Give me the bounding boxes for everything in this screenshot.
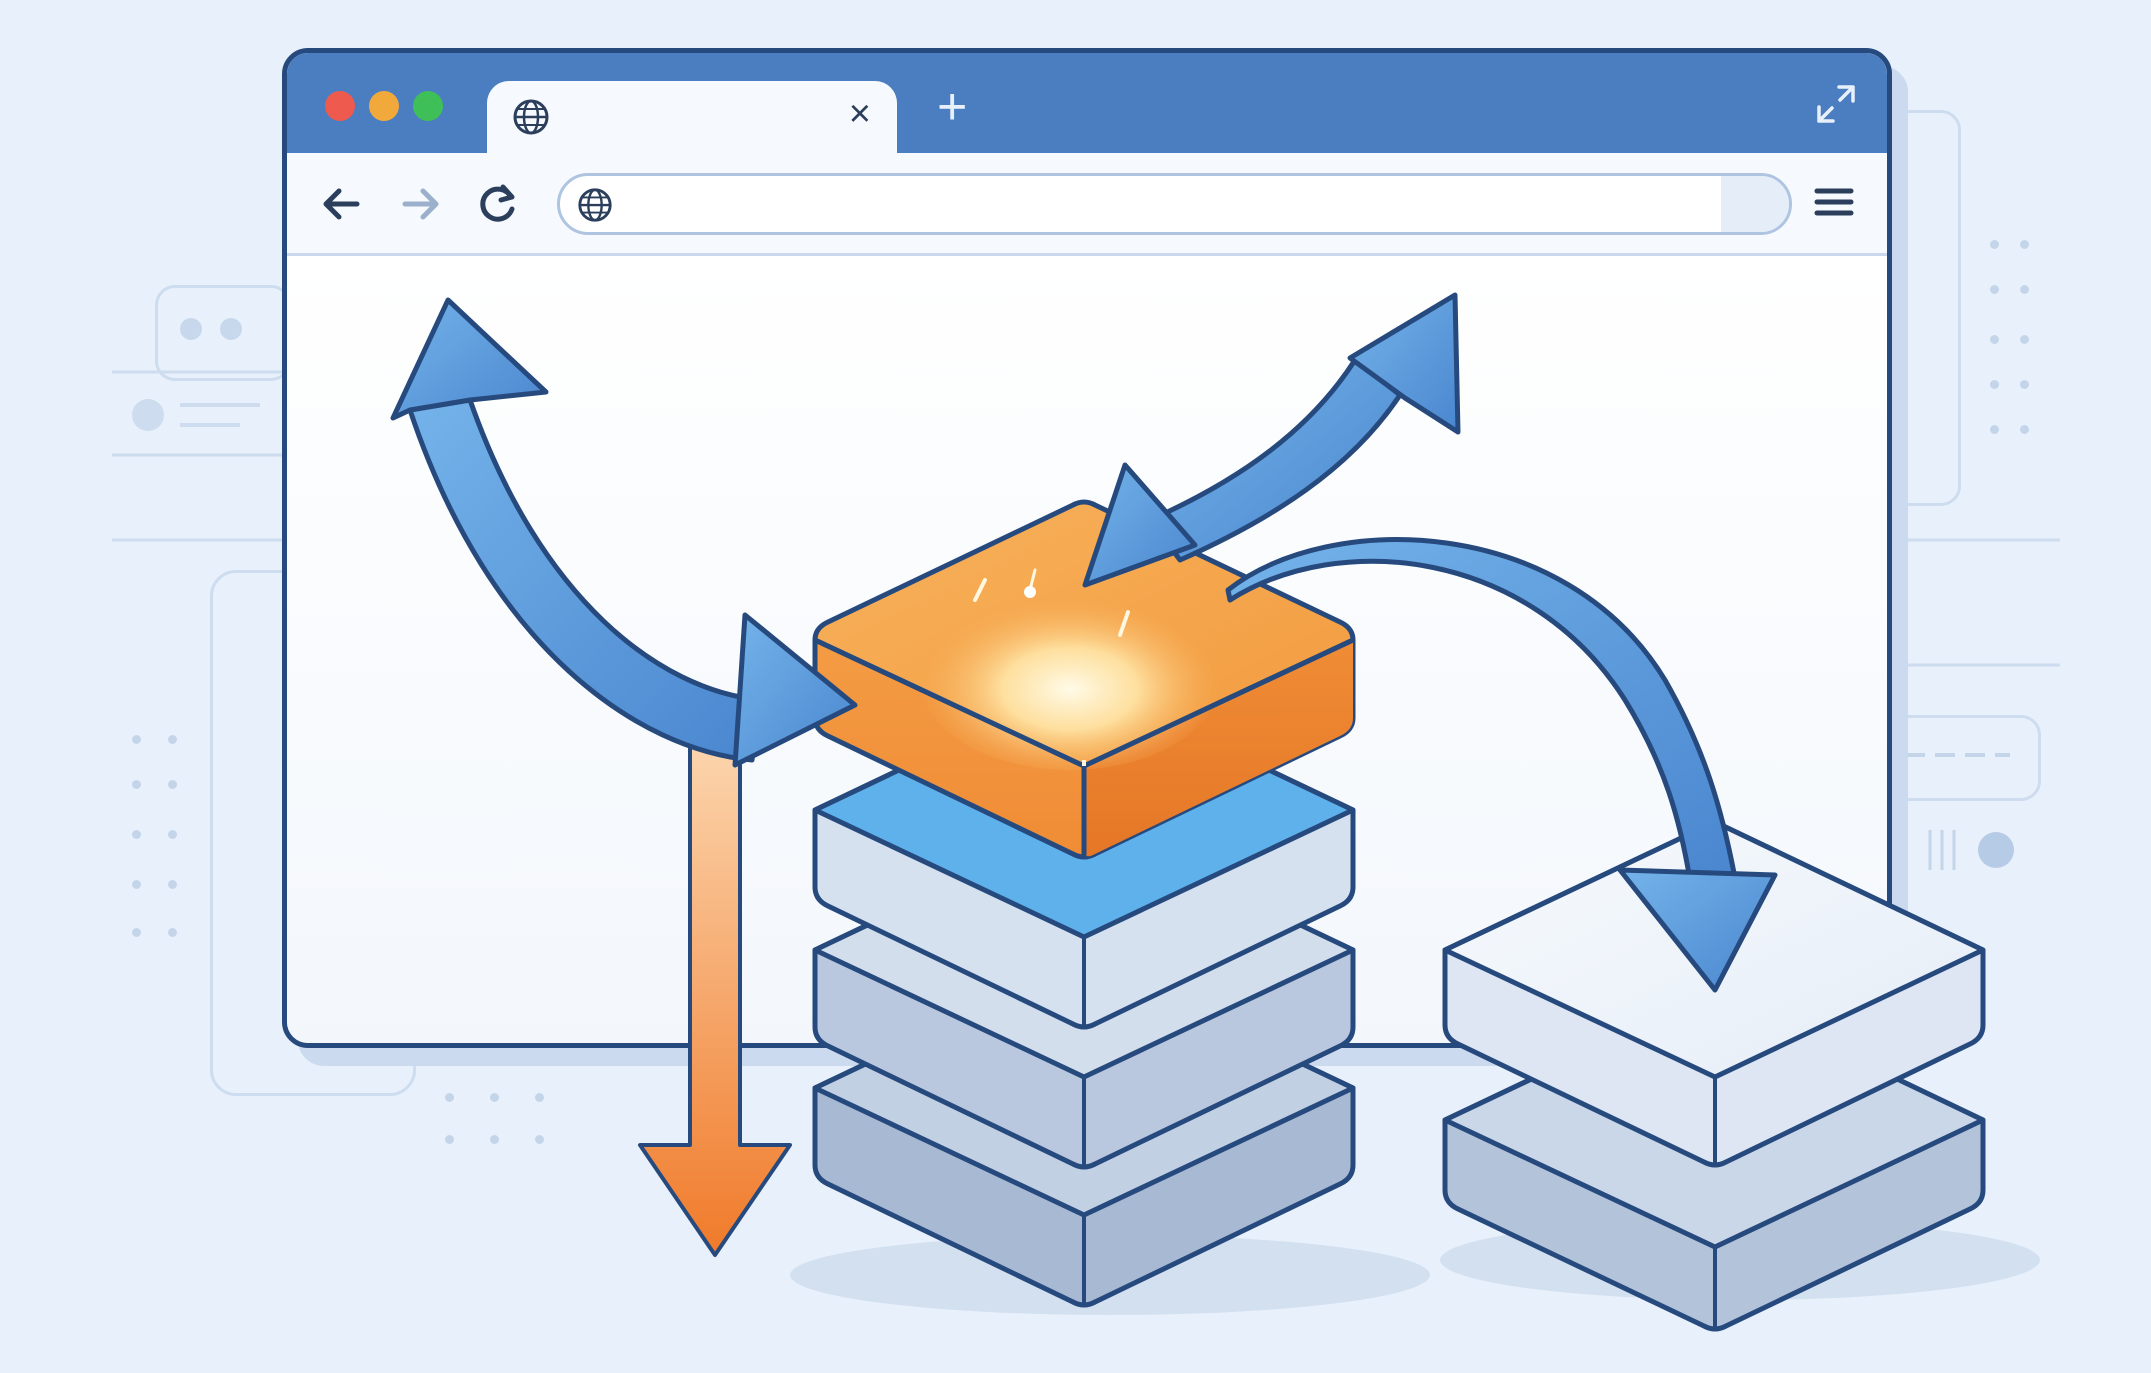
new-tab-button[interactable]: + bbox=[937, 78, 968, 136]
minimize-window-button[interactable] bbox=[369, 91, 399, 121]
background-dot bbox=[132, 928, 141, 937]
background-dot bbox=[132, 830, 141, 839]
reload-icon[interactable] bbox=[473, 179, 523, 229]
background-dot bbox=[168, 880, 177, 889]
address-bar[interactable] bbox=[557, 173, 1792, 235]
background-dot bbox=[535, 1093, 544, 1102]
address-bar-end bbox=[1721, 176, 1789, 232]
background-dot bbox=[445, 1135, 454, 1144]
url-input[interactable] bbox=[626, 186, 1710, 224]
blue-curved-arrow-down bbox=[1225, 537, 1778, 993]
background-dot bbox=[535, 1135, 544, 1144]
background-dot bbox=[2020, 425, 2029, 434]
background-dot bbox=[1990, 380, 1999, 389]
tab-close-button[interactable]: × bbox=[848, 93, 871, 135]
background-dot bbox=[2020, 335, 2029, 344]
background-dot bbox=[132, 780, 141, 789]
background-dot bbox=[1990, 240, 1999, 249]
background-dot bbox=[490, 1093, 499, 1102]
hamburger-menu-icon[interactable] bbox=[1809, 177, 1859, 227]
maximize-window-button[interactable] bbox=[413, 91, 443, 121]
background-dot bbox=[2020, 380, 2029, 389]
glow-effect bbox=[920, 590, 1220, 770]
orange-down-arrow bbox=[638, 718, 792, 1257]
browser-toolbar bbox=[287, 153, 1887, 256]
blue-curved-arrow-right bbox=[1082, 292, 1461, 588]
background-dot bbox=[168, 928, 177, 937]
background-dot bbox=[220, 318, 242, 340]
background-dot bbox=[2020, 240, 2029, 249]
close-window-button[interactable] bbox=[325, 91, 355, 121]
background-dot bbox=[1990, 335, 1999, 344]
background-dot bbox=[2020, 285, 2029, 294]
tab-bar: × + bbox=[287, 53, 1887, 157]
browser-tab[interactable]: × bbox=[487, 81, 897, 157]
background-dot bbox=[490, 1135, 499, 1144]
background-dot bbox=[1990, 285, 1999, 294]
background-dot bbox=[445, 1093, 454, 1102]
globe-icon bbox=[578, 188, 612, 222]
background-dot bbox=[132, 735, 141, 744]
background-dot bbox=[1990, 425, 1999, 434]
background-dot bbox=[132, 880, 141, 889]
expand-icon[interactable] bbox=[1815, 83, 1857, 125]
background-dot bbox=[180, 318, 202, 340]
background-dot bbox=[168, 830, 177, 839]
arrow-right-icon[interactable] bbox=[395, 179, 445, 229]
background-dot bbox=[168, 780, 177, 789]
globe-icon bbox=[513, 99, 549, 135]
arrow-left-icon[interactable] bbox=[317, 179, 367, 229]
background-dot bbox=[168, 735, 177, 744]
orange-highlighted-layer bbox=[812, 499, 1356, 860]
background-dot bbox=[1978, 832, 2014, 868]
blue-curved-arrow-left bbox=[390, 297, 858, 768]
